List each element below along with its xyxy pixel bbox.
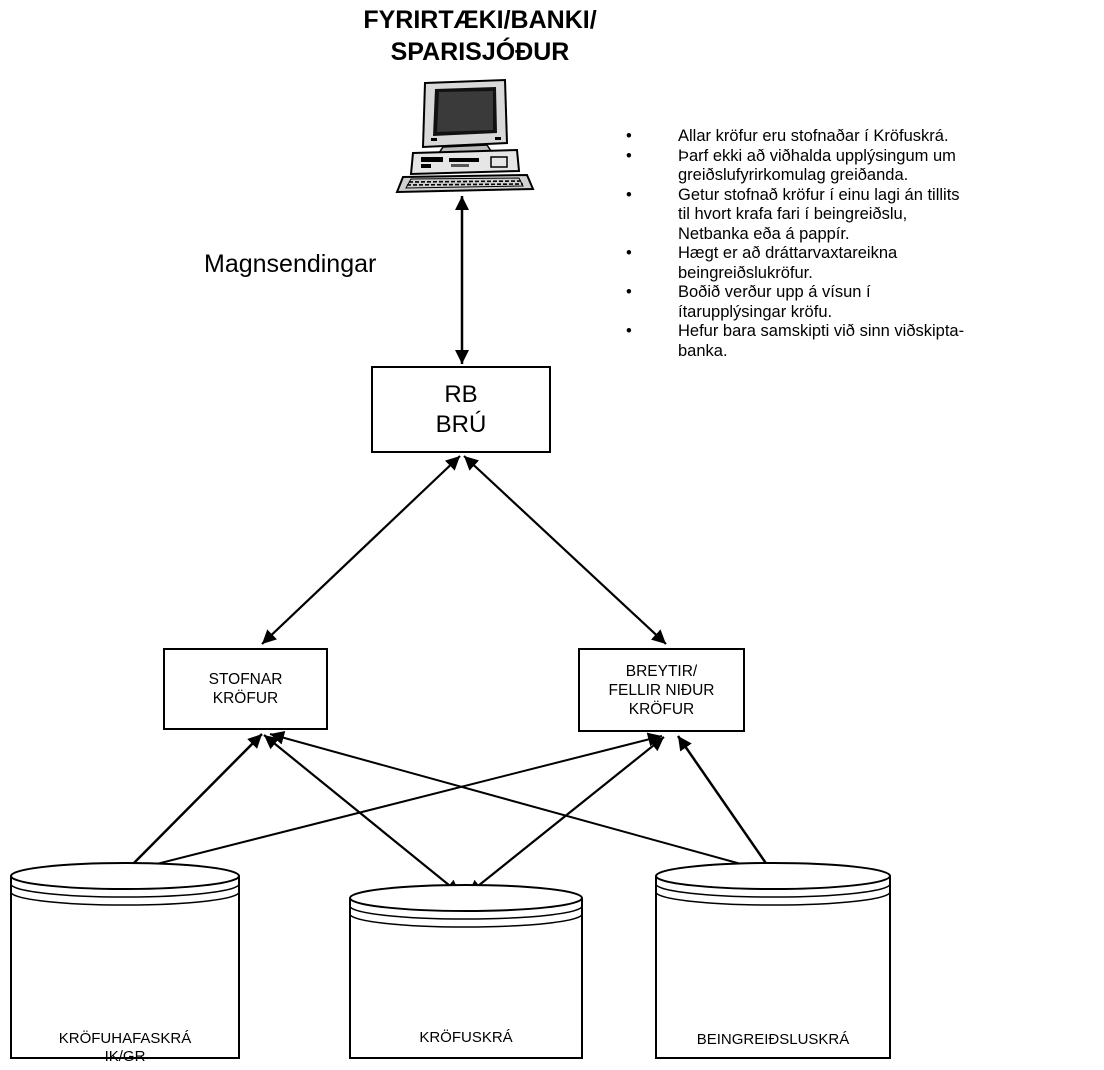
notes-bullet-list: • Allar kröfur eru stofnaðar í Kröfuskrá.… [626,127,1104,361]
desktop-computer-icon [395,78,535,193]
bullet-dot: • [626,244,632,262]
database-krofuskra-label: KRÖFUSKRÁ [350,1029,582,1047]
bullet-text-line: Netbanka eða á pappír. [678,224,850,243]
arrow-stofnar-krofuskra [263,734,461,895]
bullet-dot: • [626,283,632,301]
arrow-krofuhafaskra-stofnar [124,733,263,873]
bullet-item: • Allar kröfur eru stofnaðar í Kröfuskrá. [626,127,1104,147]
bullet-dot: • [626,146,632,165]
diagram-title: FYRIRTÆKI/BANKI/ SPARISJÓÐUR [300,4,660,68]
bullet-text-line: ítarupplýsingar kröfu. [678,302,833,321]
bullet-text-line: beingreiðslukröfur. [678,263,813,282]
bullet-text-line: Hægt er að dráttarvaxtareikna [678,244,898,262]
database-krofuskra [349,884,583,1059]
bullet-text-line: Getur stofnað kröfur í einu lagi án till… [678,185,960,204]
bullet-text-line: til hvort krafa fari í beingreiðslu, [678,205,908,223]
title-line-2: SPARISJÓÐUR [390,38,570,66]
node-breytir-line2: FELLIR NIÐUR [608,681,715,699]
node-stofnar-krofur: STOFNAR KRÖFUR [163,648,328,730]
bullet-text-line: banka. [678,341,728,360]
database-krofuhafaskra-label: KRÖFUHAFASKRÁ IK/GR [11,1030,239,1066]
bullet-text-line: Hefur bara samskipti við sinn viðskipta- [678,322,965,340]
bullet-dot: • [626,322,632,340]
node-rb-bru-line1: RB [444,380,478,408]
database-krofuhafaskra-line1: KRÖFUHAFASKRÁ [58,1030,192,1047]
database-krofuhafaskra-line2: IK/GR [104,1048,146,1065]
arrow-beingreidsluskra-stofnar [269,730,771,873]
node-breytir-line3: KRÖFUR [628,700,695,718]
bullet-dot: • [626,185,632,204]
bullet-text-line: greiðslufyrirkomulag greiðanda. [678,166,909,184]
bullet-text-line: Þarf ekki að viðhalda upplýsingum um [678,146,956,165]
database-beingreidsluskra [655,862,891,1059]
node-breytir-fellir-nidur: BREYTIR/ FELLIR NIÐUR KRÖFUR [578,648,745,732]
bullet-dot: • [626,127,632,145]
connection-label-magnsendingar: Magnsendingar [204,250,377,278]
bullet-item: • Hefur bara samskipti við sinn viðskipta… [626,322,1104,361]
arrow-rb-stofnar [261,455,461,645]
node-stofnar-line1: STOFNAR [208,671,283,688]
database-beingreidsluskra-label: BEINGREIÐSLUSKRÁ [656,1031,890,1049]
bullet-text-line: Allar kröfur eru stofnaðar í Kröfuskrá. [678,127,949,145]
node-rb-bru-line2: BRÚ [435,410,487,438]
node-rb-bru: RB BRÚ [371,366,551,453]
node-stofnar-line2: KRÖFUR [212,690,279,707]
arrow-rb-breytir [463,455,667,645]
database-beingreidsluskra-line1: BEINGREIÐSLUSKRÁ [696,1031,850,1048]
bullet-item: • Getur stofnað kröfur í einu lagi án til… [626,186,1104,245]
database-krofuhafaskra [10,862,240,1059]
database-krofuskra-line1: KRÖFUSKRÁ [419,1029,513,1046]
arrow-beingreidsluskra-breytir [676,735,774,873]
bullet-text-line: Boðið verður upp á vísun í [678,283,871,301]
title-line-1: FYRIRTÆKI/BANKI/ [363,6,597,34]
node-breytir-line1: BREYTIR/ [625,662,698,680]
